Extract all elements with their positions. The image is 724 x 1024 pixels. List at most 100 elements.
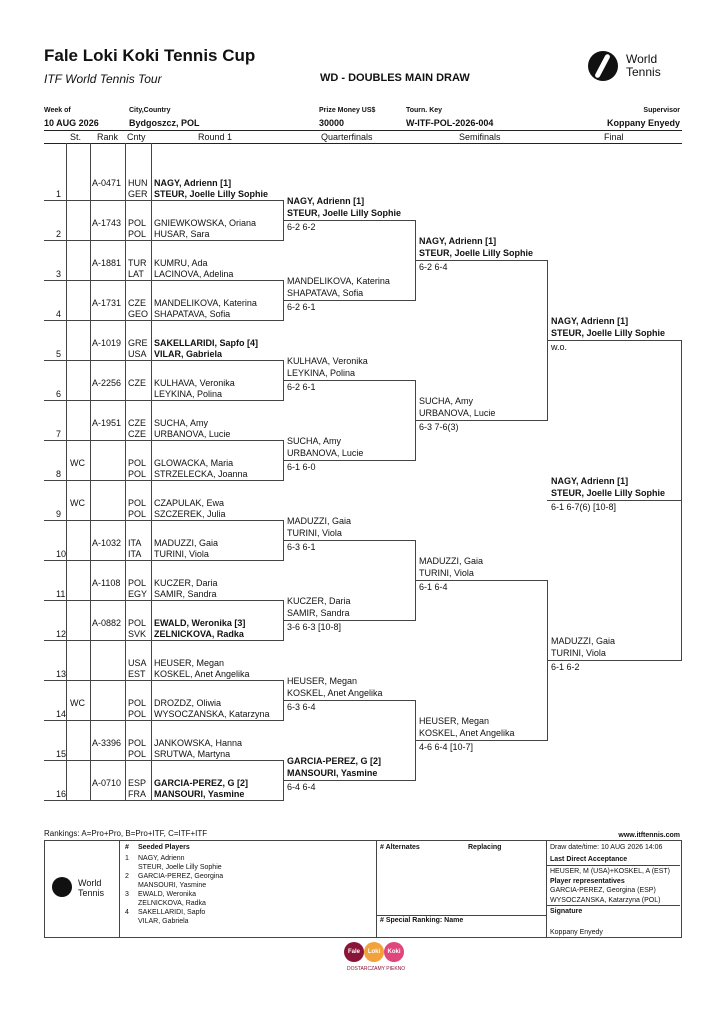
entry-line xyxy=(44,600,284,601)
sf-score: 4-6 6-4 [10-7] xyxy=(419,742,474,752)
entry-country-1: POL xyxy=(128,498,147,508)
sf-line xyxy=(415,420,548,421)
qf-score: 3-6 6-3 [10-8] xyxy=(287,622,342,632)
logo-word-2: Tennis xyxy=(626,65,661,79)
logo-word-2: Tennis xyxy=(78,888,105,898)
entry-player-2: TURINI, Viola xyxy=(154,549,209,559)
seed-number: 1 xyxy=(125,855,129,862)
sponsor-tagline: DOSTARCZAMY PIEKNO xyxy=(347,966,406,972)
qf-player-1: SUCHA, Amy xyxy=(287,436,342,446)
entry-country-2: USA xyxy=(128,349,147,359)
sponsor-logo-fale: Fale xyxy=(344,942,364,962)
col-final: Final xyxy=(604,132,624,142)
sf-player-1: MADUZZI, Gaia xyxy=(419,556,484,566)
entry-country-1: POL xyxy=(128,218,147,228)
bracket-connector xyxy=(415,700,416,781)
entry-number: 16 xyxy=(56,789,67,799)
entry-number: 13 xyxy=(56,669,67,679)
qf-line xyxy=(283,620,416,621)
col-separator xyxy=(125,143,126,800)
week-value: 10 AUG 2026 xyxy=(44,118,99,128)
seed-player: MANSOURI, Yasmine xyxy=(138,882,207,889)
entry-rank: A-0710 xyxy=(92,778,122,788)
alternates-label: # Alternates xyxy=(380,844,420,851)
qf-line xyxy=(283,780,416,781)
entry-rank: A-3396 xyxy=(92,738,122,748)
final-line xyxy=(547,340,682,341)
entry-player-1: EWALD, Weronika [3] xyxy=(154,618,246,628)
entry-rank: A-1019 xyxy=(92,338,122,348)
qf-player-2: KOSKEL, Anet Angelika xyxy=(287,688,383,698)
entry-number: 1 xyxy=(56,189,62,199)
col-st: St. xyxy=(70,132,82,142)
qf-score: 6-2 6-1 xyxy=(287,382,316,392)
sponsor-logo-loki: Loki xyxy=(364,942,384,962)
entry-number: 7 xyxy=(56,429,62,439)
entry-line xyxy=(44,400,152,401)
entry-player-1: HEUSER, Megan xyxy=(154,658,225,668)
entry-country-2: EGY xyxy=(128,589,148,599)
seed-number: 4 xyxy=(125,909,129,916)
col-separator xyxy=(66,143,67,800)
entry-country-2: EST xyxy=(128,669,146,679)
entry-country-1: ITA xyxy=(128,538,142,548)
lda-label: Last Direct Acceptance xyxy=(550,856,628,863)
entry-rank: A-1951 xyxy=(92,418,122,428)
col-round1: Round 1 xyxy=(198,132,233,142)
qf-player-1: GARCIA-PEREZ, G [2] xyxy=(287,756,382,766)
seed-player: STEUR, Joelle Lilly Sophie xyxy=(138,864,222,871)
seed-number: 3 xyxy=(125,891,129,898)
entry-country-2: POL xyxy=(128,229,147,239)
entry-rank: A-1743 xyxy=(92,218,122,228)
logo-word-1: World xyxy=(78,878,102,888)
entry-player-2: HUSAR, Sara xyxy=(154,229,210,239)
qf-player-2: LEYKINA, Polina xyxy=(287,368,356,378)
seed-player: NAGY, Adrienn xyxy=(138,855,185,862)
bracket-connector xyxy=(415,220,416,301)
sf-line xyxy=(415,740,548,741)
entry-country-2: POL xyxy=(128,509,147,519)
rep-1: GARCIA-PEREZ, Georgina (ESP) xyxy=(550,887,656,894)
bracket-connector xyxy=(415,380,416,461)
entry-line xyxy=(151,800,284,801)
website: www.itftennis.com xyxy=(618,832,680,839)
entry-line xyxy=(151,640,284,641)
entry-player-2: LACINOVA, Adelina xyxy=(154,269,234,279)
entry-line xyxy=(44,360,284,361)
entry-player-1: GLOWACKA, Maria xyxy=(154,458,234,468)
sf-score: 6-3 7-6(3) xyxy=(419,422,459,432)
bracket-connector xyxy=(415,540,416,621)
final-player-1: MADUZZI, Gaia xyxy=(551,636,616,646)
tournament-title: Fale Loki Koki Tennis Cup xyxy=(44,46,256,65)
replacing-label: Replacing xyxy=(468,844,502,851)
qf-line xyxy=(283,700,416,701)
entry-player-2: LEYKINA, Polina xyxy=(154,389,223,399)
entry-rank: A-0882 xyxy=(92,618,122,628)
entry-player-1: MANDELIKOVA, Katerina xyxy=(154,298,257,308)
seed-player: VILAR, Gabriela xyxy=(138,918,189,925)
entry-status: WC xyxy=(70,698,85,708)
prize-value: 30000 xyxy=(319,118,345,128)
entry-country-1: POL xyxy=(128,618,147,628)
final-player-2: TURINI, Viola xyxy=(551,648,606,658)
entry-country-2: POL xyxy=(128,469,147,479)
supervisor-value: Koppany Enyedy xyxy=(606,118,680,128)
entry-country-2: POL xyxy=(128,749,147,759)
entry-player-1: SUCHA, Amy xyxy=(154,418,209,428)
entry-country-2: POL xyxy=(128,709,147,719)
entry-line xyxy=(151,400,284,401)
qf-player-1: MANDELIKOVA, Katerina xyxy=(287,276,390,286)
entry-line xyxy=(44,240,152,241)
final-score: w.o. xyxy=(551,342,568,352)
seed-player: GARCIA-PEREZ, Georgina xyxy=(138,873,224,880)
final-player-2: STEUR, Joelle Lilly Sophie xyxy=(551,328,666,338)
logo-word-1: World xyxy=(626,52,658,66)
qf-line xyxy=(283,300,416,301)
city-value: Bydgoszcz, POL xyxy=(129,118,200,128)
entry-player-2: URBANOVA, Lucie xyxy=(154,429,231,439)
entry-line xyxy=(44,640,152,641)
qf-player-1: KULHAVA, Veronika xyxy=(287,356,368,366)
qf-line xyxy=(283,460,416,461)
sf-player-1: HEUSER, Megan xyxy=(419,716,490,726)
entry-country-1: CZE xyxy=(128,418,146,428)
